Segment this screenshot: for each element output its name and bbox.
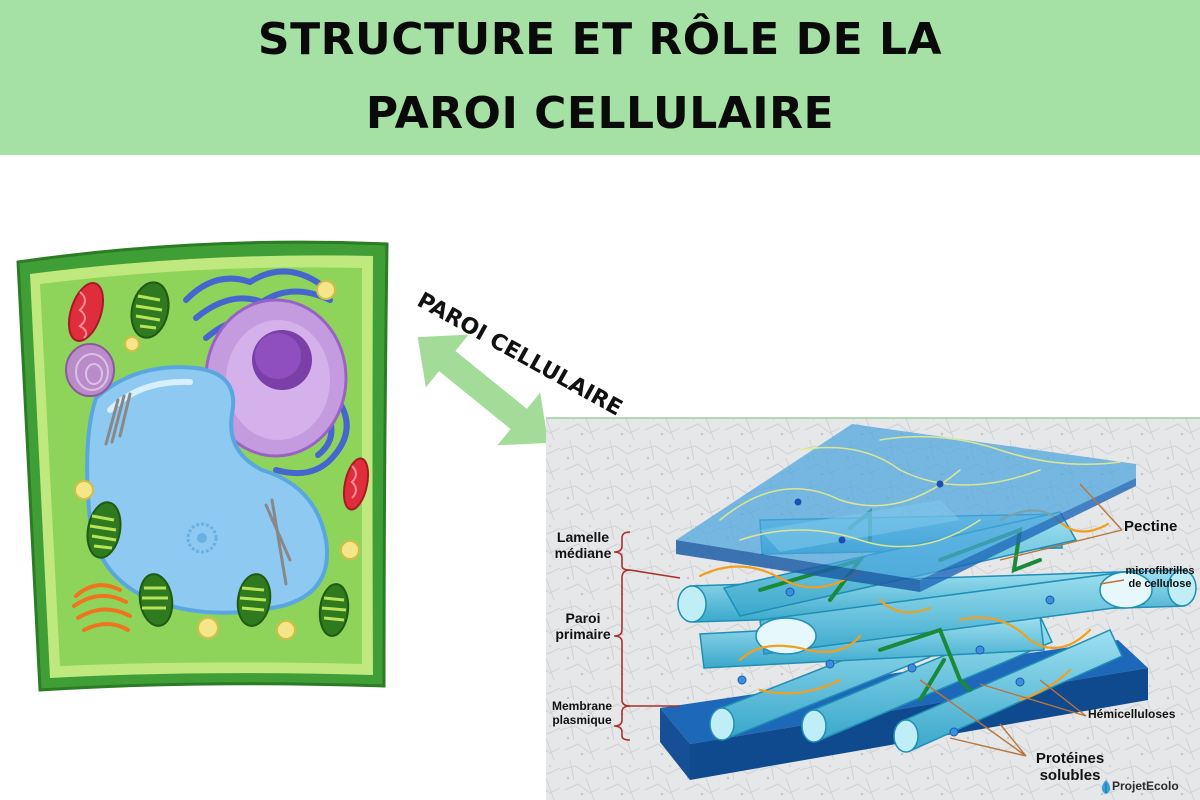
plant-cell — [16, 240, 389, 692]
leader-lines — [919, 483, 1125, 757]
vesicles — [74, 280, 360, 640]
title-band — [0, 0, 1200, 155]
golgi-apparatus — [72, 583, 132, 632]
label-proteines-solubles: Protéines solubles — [1030, 750, 1110, 785]
label-membrane-line2: plasmique — [552, 712, 612, 727]
label-membrane-line1: Membrane — [551, 699, 613, 713]
label-microfibrilles: microfibrilles de cellulose — [1122, 565, 1198, 590]
label-hemicelluloses: Hémicelluloses — [1088, 707, 1176, 721]
lower-fibrils — [699, 613, 1123, 753]
middle-lamella-plate — [676, 424, 1136, 592]
peroxisome — [65, 343, 115, 397]
leaf-logo-icon — [1101, 780, 1111, 794]
chloroplasts — [86, 281, 350, 637]
label-micro-line1: microfibrilles — [1125, 565, 1195, 577]
page-title-line-1: STRUCTURE ET RÔLE DE LA — [257, 14, 943, 65]
label-paroi-line2: primaire — [555, 626, 611, 643]
label-membrane-plasmique: Membrane plasmique — [546, 699, 618, 728]
label-paroi-primaire: Paroi primaire — [548, 610, 618, 642]
page-title-line-2: PAROI CELLULAIRE — [365, 88, 835, 139]
left-brackets — [613, 531, 681, 741]
brand-logo-text: ProjetEcolo — [1112, 779, 1179, 793]
label-paroi-line1: Paroi — [565, 610, 601, 626]
label-lamelle-mediane: Lamelle médiane — [548, 529, 618, 561]
label-prot-line1: Protéines — [1035, 750, 1105, 767]
label-micro-line2: de cellulose — [1128, 577, 1192, 590]
double-arrow-icon — [417, 334, 549, 446]
label-lamelle-line1: Lamelle — [556, 529, 610, 545]
mitochondrion-2 — [342, 457, 370, 511]
cell-wall-diagram — [546, 417, 1200, 800]
soluble-proteins — [737, 587, 1055, 737]
label-prot-line2: solubles — [1039, 767, 1101, 785]
label-lamelle-line2: médiane — [554, 545, 612, 562]
label-pectine: Pectine — [1124, 518, 1178, 535]
mitochondrion-1 — [67, 282, 105, 342]
